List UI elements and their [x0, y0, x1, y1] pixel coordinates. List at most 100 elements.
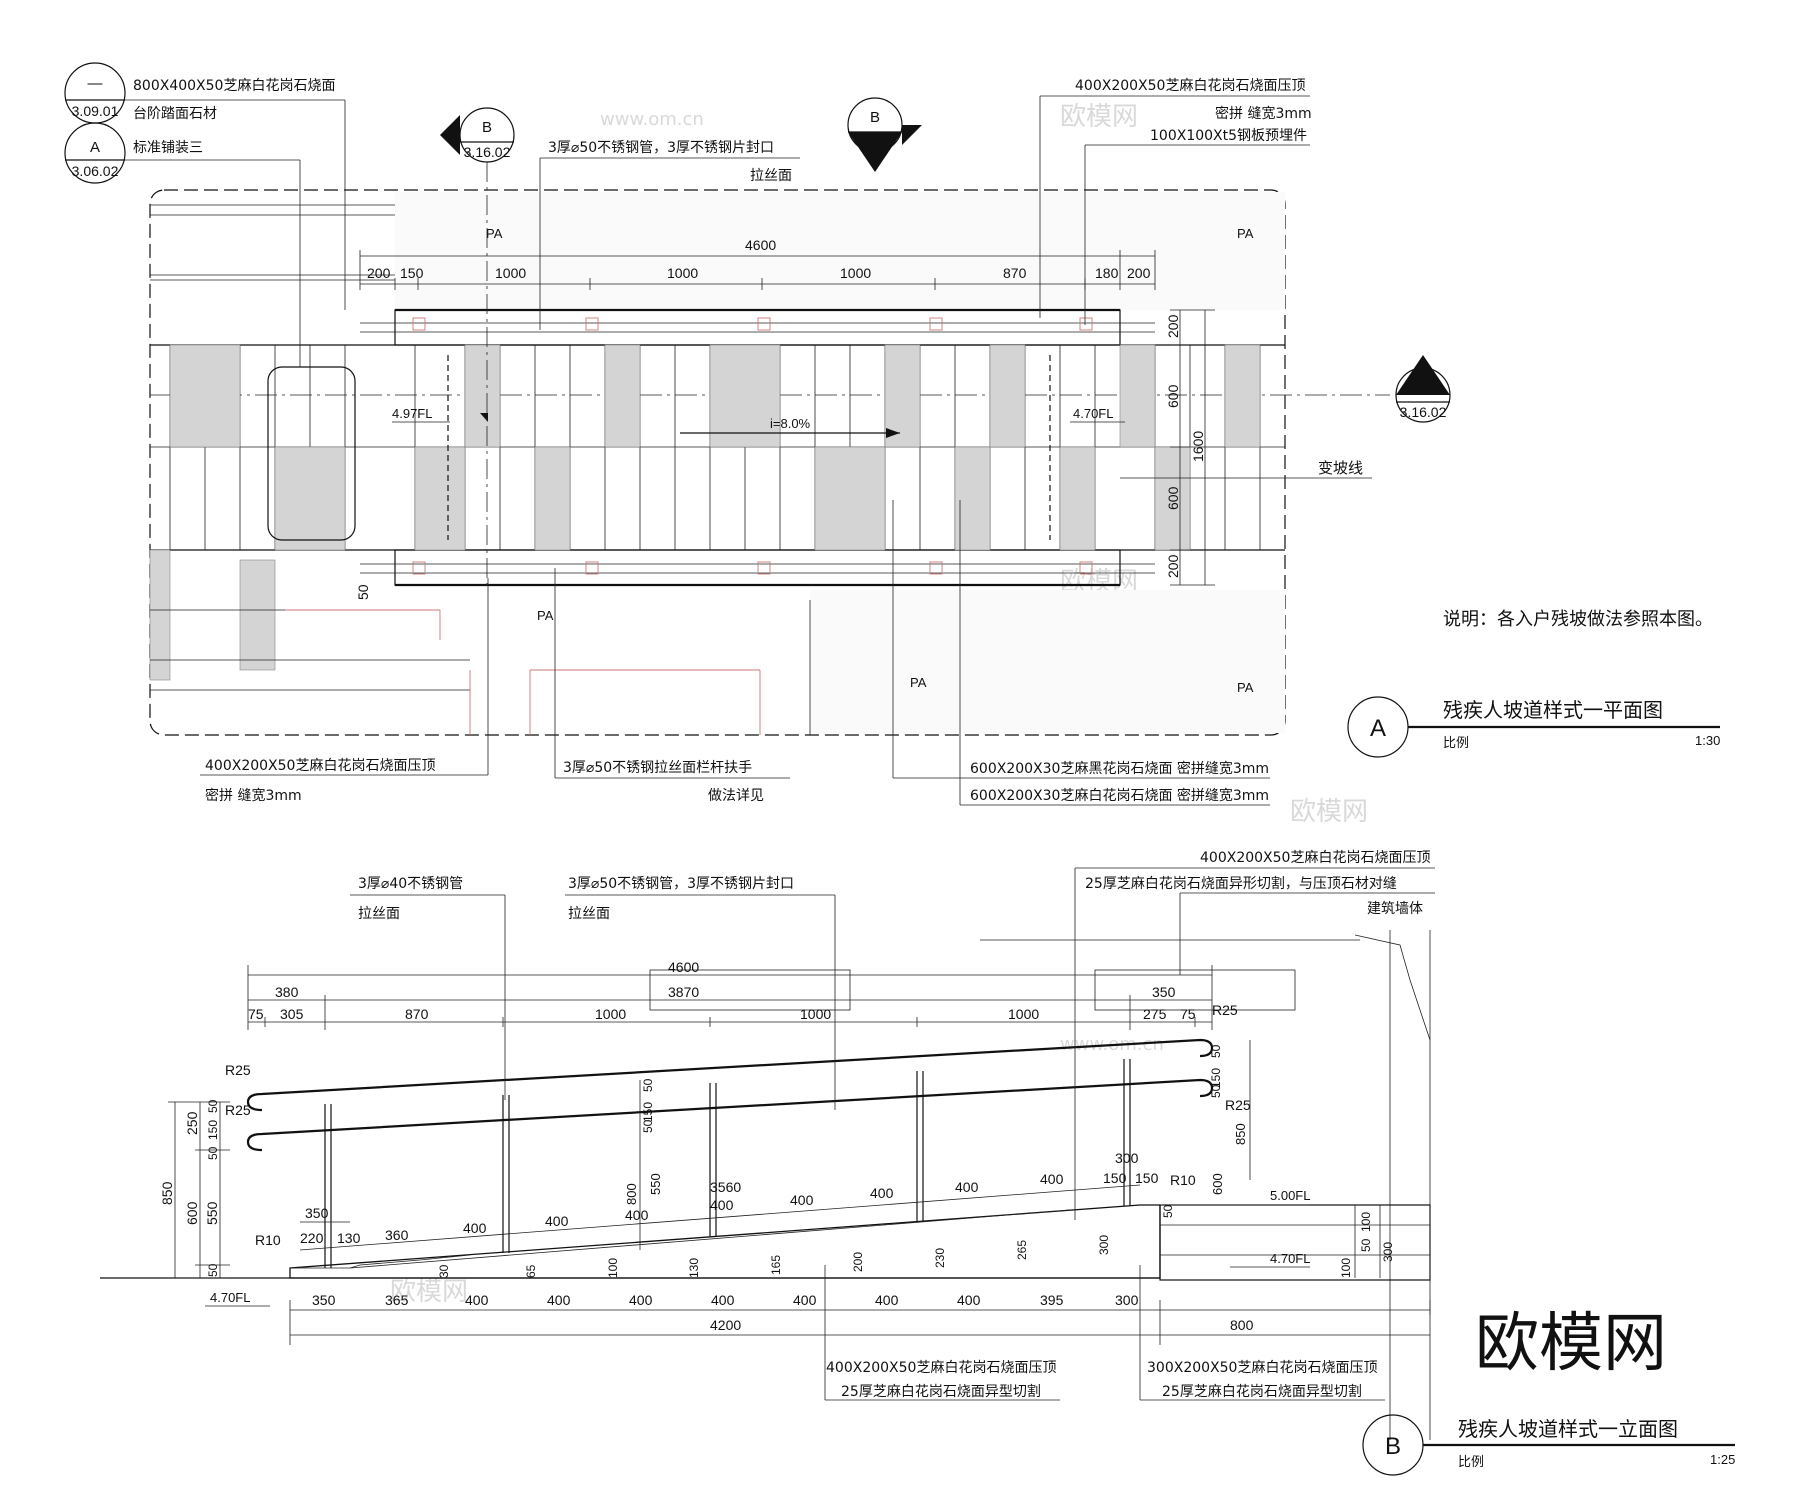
watermark-url: www.om.cn	[600, 109, 704, 130]
elev-level: 5.00FL	[1270, 1188, 1310, 1203]
elev-bottom-dim: 395	[1040, 1292, 1064, 1308]
ramp-surface	[349, 1209, 1071, 1269]
callout-text: 做法详见	[708, 788, 764, 804]
handrail-lower	[246, 1078, 1214, 1152]
planting-area-bottom	[810, 590, 1285, 733]
elev-title-letter: B	[1385, 1433, 1401, 1460]
coping-stone-top	[394, 309, 1121, 346]
elev-bottom-dim: 400	[629, 1292, 653, 1308]
plan-boundary	[149, 189, 1286, 736]
elev-bottom-dim: 365	[385, 1292, 409, 1308]
elev-radius: R10	[1170, 1172, 1196, 1188]
section-mark: B 3.16.02	[440, 107, 515, 163]
right-vdim: 300	[1381, 1242, 1395, 1262]
plan-view: i=8.0% PA PA PA PA PA 4.97FL 4.70FL	[64, 62, 1720, 806]
mid-vdim: 50	[641, 1119, 655, 1133]
rise-dim: 165	[769, 1255, 783, 1275]
section-mark: A 3.16.02	[1395, 355, 1451, 423]
watermark-text: 欧模网	[1060, 102, 1138, 132]
plan-title-letter: A	[1370, 715, 1386, 742]
elev-bottom-dim: 400	[547, 1292, 571, 1308]
elev-radius: R25	[1225, 1097, 1251, 1113]
elevation-view: 4600 380 3870 350 75 305 870 1000 1000 1…	[100, 850, 1735, 1476]
callout-text: 台阶踏面石材	[133, 106, 217, 122]
callout-text: 拉丝面	[358, 906, 400, 922]
ref-bottom: 3.09.01	[72, 103, 119, 119]
right-vdim: 100	[1359, 1212, 1373, 1232]
elev-dims-bottom	[289, 1300, 1431, 1345]
callout-text: 25厚芝麻白花岗石烧面异形切割，与压顶石材对缝	[1085, 875, 1397, 892]
plan-scale-label: 比例	[1443, 736, 1469, 751]
elev-bottom-dim: 400	[875, 1292, 899, 1308]
elev-dim: 1000	[1008, 1006, 1039, 1022]
step-dim: 400	[545, 1213, 569, 1229]
step-dim: 400	[710, 1197, 734, 1213]
callout-text: 拉丝面	[568, 906, 610, 922]
mid-vdim: 150	[641, 1102, 655, 1122]
callout-text: 密拼 缝宽3mm	[1215, 105, 1312, 122]
callout-text: 标准铺装三	[133, 140, 203, 156]
plan-dim: 200	[1127, 265, 1151, 281]
mid-vdim: 550	[648, 1173, 663, 1195]
right-vdim: 50	[1209, 1084, 1223, 1098]
callout-text: 600X200X30芝麻黑花岗石烧面 密拼缝宽3mm	[970, 760, 1269, 777]
elev-vdim: 600	[184, 1201, 200, 1225]
section-mark-bottom: 3.16.02	[464, 144, 511, 160]
mid-vdim: 50	[641, 1078, 655, 1092]
elev-vdim: 250	[184, 1111, 200, 1135]
pa-label: PA	[910, 675, 927, 690]
right-vdim: 50	[1359, 1238, 1373, 1252]
plan-dim: 1000	[667, 265, 698, 281]
elev-radius: R25	[225, 1102, 251, 1118]
step-dim: 360	[385, 1227, 409, 1243]
right-vdim: 50	[1209, 1044, 1223, 1058]
plan-dimensions-right	[1170, 309, 1215, 586]
rise-dim: 265	[1015, 1240, 1029, 1260]
right-vdim: 600	[1210, 1173, 1225, 1195]
section-mark-top: A	[1418, 379, 1428, 396]
mid-vdim: 800	[624, 1183, 639, 1205]
ref-bubble: A 3.06.02	[64, 122, 126, 184]
callout-text: 密拼 缝宽3mm	[205, 787, 302, 804]
elev-bottom-dim: 300	[1115, 1292, 1139, 1308]
step-dim: 350	[305, 1205, 329, 1221]
callout-text: 25厚芝麻白花岗石烧面异型切割	[1162, 1383, 1362, 1400]
slope-change-label: 变坡线	[1318, 459, 1363, 477]
section-mark-top: B	[870, 109, 880, 126]
right-vdim: 50	[1161, 1204, 1175, 1218]
elev-vdim: 850	[159, 1181, 175, 1205]
plan-vdim: 1600	[1190, 431, 1206, 462]
rise-dim: 30	[437, 1264, 451, 1278]
elev-total-dim: 4200	[710, 1317, 741, 1333]
right-vdim: 100	[1339, 1258, 1353, 1278]
rise-dim: 230	[933, 1248, 947, 1268]
pa-label: PA	[1237, 226, 1254, 241]
plan-note: 说明：各入户残坡做法参照本图。	[1443, 609, 1713, 630]
callout-text: 3厚⌀50不锈钢拉丝面栏杆扶手	[563, 760, 752, 776]
plan-vdim: 600	[1165, 486, 1181, 510]
callout-text: 400X200X50芝麻白花岗石烧面压顶	[205, 758, 435, 774]
level-label: 4.97FL	[392, 406, 432, 421]
handrail-upper	[246, 1038, 1214, 1112]
coping-stone-bottom	[394, 549, 1121, 586]
ref-bottom: 3.06.02	[72, 163, 119, 179]
callout-text: 3厚⌀40不锈钢管	[358, 876, 463, 892]
slope-arrowhead	[886, 428, 900, 438]
logo-watermark: 欧模网	[1475, 1307, 1667, 1381]
elev-dim: 4600	[668, 959, 699, 975]
plan-dim: 1000	[495, 265, 526, 281]
elev-level: 4.70FL	[1270, 1251, 1310, 1266]
elev-dims-top	[247, 965, 1213, 1030]
step-dim: 400	[625, 1207, 649, 1223]
elev-vdim: 50	[206, 1146, 220, 1160]
elev-bottom-dim: 350	[312, 1292, 336, 1308]
plan-dim: 1000	[840, 265, 871, 281]
elev-scale: 1:25	[1710, 1452, 1735, 1467]
elev-dim: 870	[405, 1006, 429, 1022]
callout-text: 25厚芝麻白花岗石烧面异型切割	[841, 1383, 1041, 1400]
elev-bottom-dim: 400	[793, 1292, 817, 1308]
elev-level: 4.70FL	[210, 1290, 250, 1305]
rise-dim: 200	[851, 1252, 865, 1272]
dark-granite-tiles	[149, 344, 1261, 681]
callout-text: 3厚⌀50不锈钢管，3厚不锈钢片封口	[548, 140, 774, 156]
